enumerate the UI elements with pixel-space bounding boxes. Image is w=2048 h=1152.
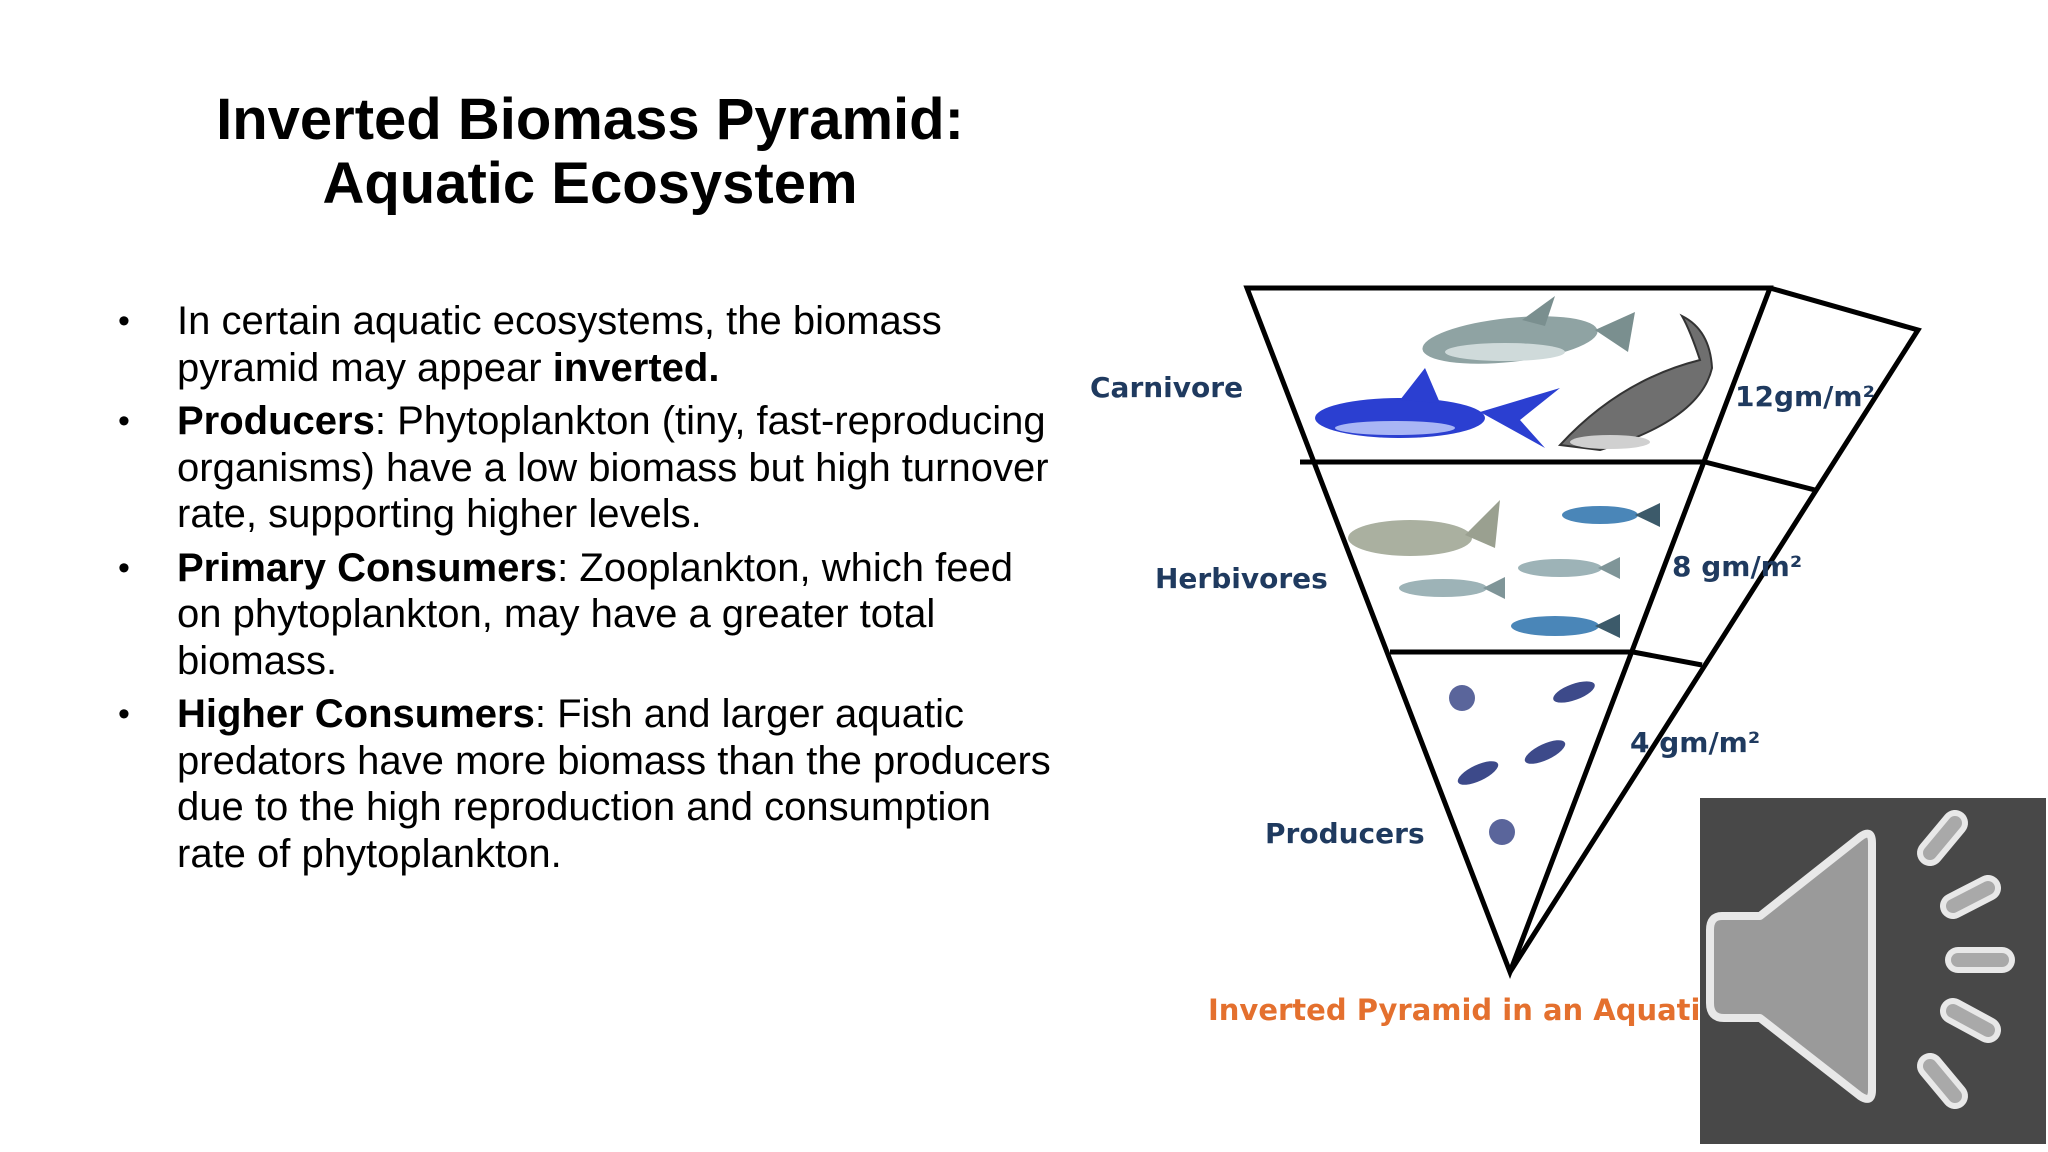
small-fish-icon	[1518, 557, 1620, 579]
bullet-item: Primary Consumers: Zooplankton, which fe…	[118, 545, 1058, 685]
slide-title: Inverted Biomass Pyramid: Aquatic Ecosys…	[140, 88, 1040, 216]
level-value-producers: 4 gm/m²	[1630, 726, 1760, 759]
small-fish-icon	[1399, 577, 1505, 599]
title-line-2: Aquatic Ecosystem	[322, 151, 858, 216]
level-value-carnivore: 12gm/m²	[1735, 380, 1875, 413]
bullet-item: In certain aquatic ecosystems, the bioma…	[118, 298, 1058, 391]
level-label-producers: Producers	[1265, 817, 1425, 850]
speaker-icon	[1706, 810, 2015, 1109]
bullet-item: Producers: Phytoplankton (tiny, fast-rep…	[118, 398, 1058, 538]
bullet-list: In certain aquatic ecosystems, the bioma…	[118, 298, 1058, 884]
level-label-carnivore: Carnivore	[1090, 371, 1243, 404]
large-fish-icon	[1348, 500, 1500, 556]
audio-button[interactable]	[1700, 798, 2046, 1144]
inverted-pyramid-diagram: Carnivore Herbivores Producers 12gm/m² 8…	[1090, 285, 1922, 1027]
blue-shark-icon	[1315, 368, 1560, 448]
diagram-caption: Inverted Pyramid in an Aquatic	[1208, 993, 1718, 1027]
small-fish-icon	[1562, 503, 1660, 527]
title-line-1: Inverted Biomass Pyramid:	[216, 87, 964, 152]
level-value-herbivores: 8 gm/m²	[1672, 550, 1802, 583]
bullet-item: Higher Consumers: Fish and larger aquati…	[118, 691, 1058, 877]
level-label-herbivores: Herbivores	[1155, 562, 1328, 595]
pyramid-outline	[1243, 285, 1922, 980]
small-fish-icon	[1511, 614, 1620, 638]
plankton-icon	[1449, 681, 1595, 845]
dolphin-icon	[1422, 296, 1635, 364]
grey-shark-icon	[1557, 313, 1714, 452]
